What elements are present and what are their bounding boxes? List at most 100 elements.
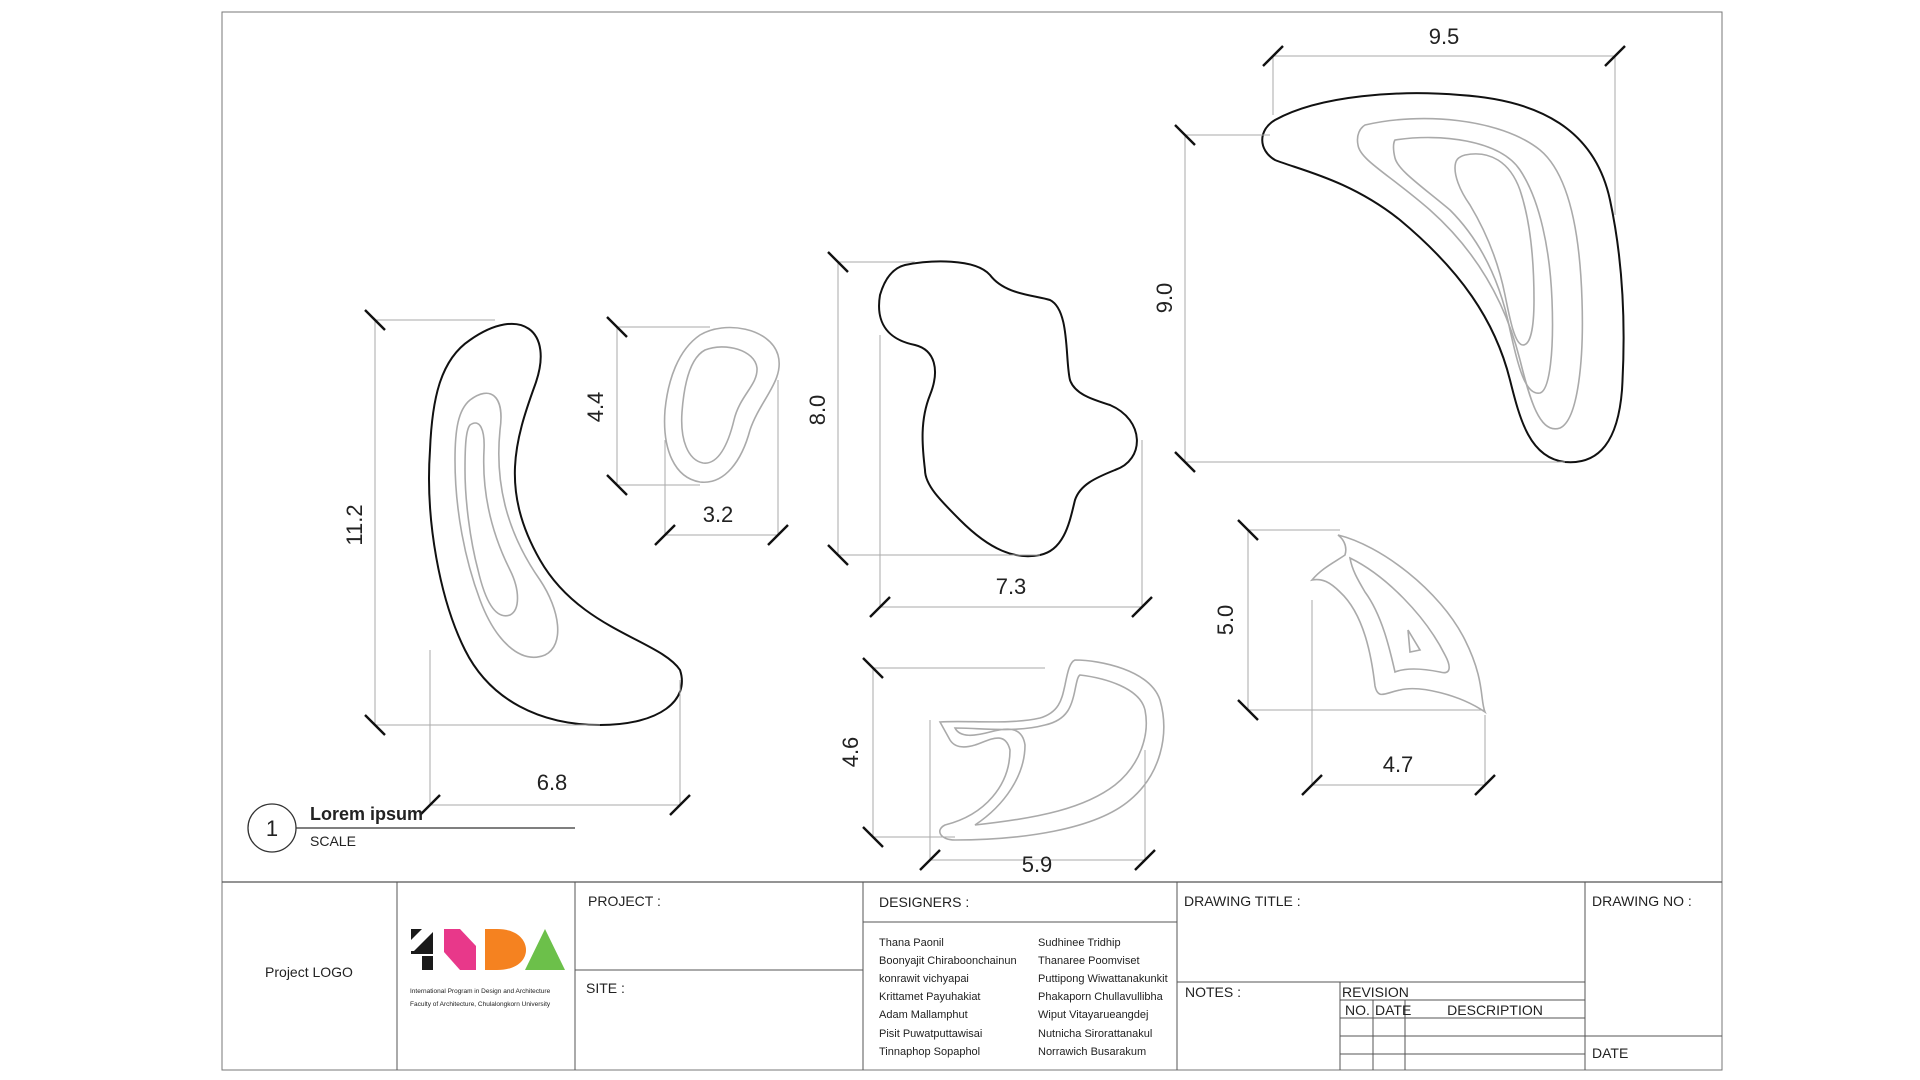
shape-3-outline [878, 260, 1138, 558]
shape-5: 4.6 5.9 [838, 657, 1165, 877]
designers-label: DESIGNERS : [879, 894, 969, 910]
inda-logo: International Program in Design and Arch… [410, 929, 565, 1008]
shape-1-width-label: 6.8 [537, 770, 568, 795]
designer-name: Tinnaphop Sopaphol [879, 1046, 980, 1058]
designers-list-1: Thana Paonil Boonyajit Chiraboonchainun … [879, 937, 1017, 1058]
shape-1-tick-right [669, 794, 691, 816]
logo-mark-i-stem [422, 956, 433, 970]
shape-6: 5.0 4.7 [1213, 519, 1496, 796]
shape-4-contour-2 [1392, 136, 1554, 394]
shape-4-contour-1 [1356, 117, 1584, 430]
shape-2-height-label: 4.4 [583, 392, 608, 423]
shape-5-tick-right [1134, 849, 1156, 871]
logo-mark-n [444, 929, 476, 970]
sheet-border [221, 11, 1723, 1071]
designer-name: Sudhinee Tridhip [1038, 937, 1121, 949]
shape-3: 8.0 7.3 [805, 251, 1153, 618]
designer-name: Phakaporn Chullavullibha [1038, 991, 1164, 1003]
shape-2-tick-top [606, 316, 628, 338]
date-label: DATE [1592, 1045, 1628, 1061]
shape-5-inner [953, 674, 1147, 826]
notes-label: NOTES : [1185, 984, 1241, 1000]
shape-3-height-label: 8.0 [805, 395, 830, 426]
drawing-no-label: DRAWING NO : [1592, 893, 1692, 909]
shape-6-outer [1309, 534, 1487, 715]
shape-2: 4.4 3.2 [583, 316, 789, 546]
designer-name: Krittamet Payuhakiat [879, 991, 981, 1003]
site-label: SITE : [586, 980, 625, 996]
view-scale: SCALE [310, 833, 356, 849]
shape-5-outer [938, 659, 1165, 841]
shape-2-tick-bottom [606, 474, 628, 496]
shape-5-tick-top [862, 657, 884, 679]
shape-3-tick-top [827, 251, 849, 273]
designer-name: Thana Paonil [879, 937, 944, 949]
shape-1-tick-top [364, 309, 386, 331]
shape-5-tick-bottom [862, 826, 884, 848]
shape-2-tick-left [654, 524, 676, 546]
designer-name: Nutnicha Sirorattanakul [1038, 1028, 1152, 1040]
project-logo-placeholder: Project LOGO [265, 964, 353, 980]
shape-1-contour-2 [464, 422, 519, 617]
shape-1-outline [428, 322, 683, 727]
shape-3-tick-left [869, 596, 891, 618]
shape-2-width-label: 3.2 [703, 502, 734, 527]
shape-6-eye [1407, 629, 1422, 653]
logo-mark-i-cut [411, 929, 433, 951]
shape-4-height-label: 9.0 [1152, 283, 1177, 314]
shape-6-width-label: 4.7 [1383, 752, 1414, 777]
shape-3-width-label: 7.3 [996, 574, 1027, 599]
revision-label: REVISION [1342, 984, 1409, 1000]
shape-1-contour-1 [454, 392, 559, 658]
shape-3-tick-bottom [827, 544, 849, 566]
designer-name: konrawit vichyapai [879, 973, 969, 985]
designer-name: Thanaree Poomviset [1038, 955, 1140, 967]
shape-4-contour-3 [1454, 153, 1535, 346]
logo-mark-a [525, 929, 565, 970]
view-title: Lorem ipsum [310, 804, 423, 824]
rev-col-date: DATE [1375, 1002, 1411, 1018]
designer-name: Puttipong Wiwattanakunkit [1038, 973, 1168, 985]
shape-4-tick-bottom [1174, 451, 1196, 473]
shape-2-outer [663, 326, 780, 483]
shape-6-height-label: 5.0 [1213, 605, 1238, 636]
designer-name: Pisit Puwatputtawisai [879, 1028, 982, 1040]
shape-6-tick-left [1301, 774, 1323, 796]
shape-5-height-label: 4.6 [838, 737, 863, 768]
shape-1-height-label: 11.2 [342, 504, 367, 545]
shape-6-tick-right [1474, 774, 1496, 796]
designer-name: Wiput Vitayarueangdej [1038, 1009, 1148, 1021]
drawing-title-label: DRAWING TITLE : [1184, 893, 1301, 909]
shape-5-tick-left [919, 849, 941, 871]
institution-line-2: Faculty of Architecture, Chulalongkorn U… [410, 1001, 551, 1008]
view-label: 1 Lorem ipsum SCALE [247, 803, 575, 853]
shape-4-tick-left [1262, 45, 1284, 67]
logo-mark-d [485, 929, 526, 970]
shape-4-outline [1261, 92, 1625, 464]
shape-1: 11.2 6.8 [342, 309, 691, 816]
shape-2-tick-right [767, 524, 789, 546]
view-number: 1 [266, 816, 278, 841]
shape-4-width-label: 9.5 [1429, 24, 1460, 49]
shape-6-inner [1348, 556, 1450, 674]
shape-1-tick-left [419, 794, 441, 816]
title-block: Project LOGO International Program in De… [222, 881, 1722, 1070]
designer-name: Norrawich Busarakum [1038, 1046, 1146, 1058]
shape-5-width-label: 5.9 [1022, 852, 1053, 877]
shape-6-tick-top [1237, 519, 1259, 541]
designer-name: Boonyajit Chiraboonchainun [879, 955, 1017, 967]
shape-1-tick-bottom [364, 714, 386, 736]
rev-col-no: NO. [1345, 1002, 1370, 1018]
project-label: PROJECT : [588, 893, 661, 909]
shape-4-tick-top [1174, 124, 1196, 146]
designers-list-2: Sudhinee Tridhip Thanaree Poomviset Putt… [1038, 937, 1168, 1058]
shape-2-inner [680, 346, 758, 464]
shape-3-tick-right [1131, 596, 1153, 618]
shape-4-tick-right [1604, 45, 1626, 67]
shape-6-tick-bottom [1237, 699, 1259, 721]
shape-4: 9.0 9.5 [1152, 24, 1626, 473]
institution-line-1: International Program in Design and Arch… [410, 988, 551, 995]
rev-col-description: DESCRIPTION [1447, 1002, 1543, 1018]
designer-name: Adam Mallamphut [879, 1009, 968, 1021]
